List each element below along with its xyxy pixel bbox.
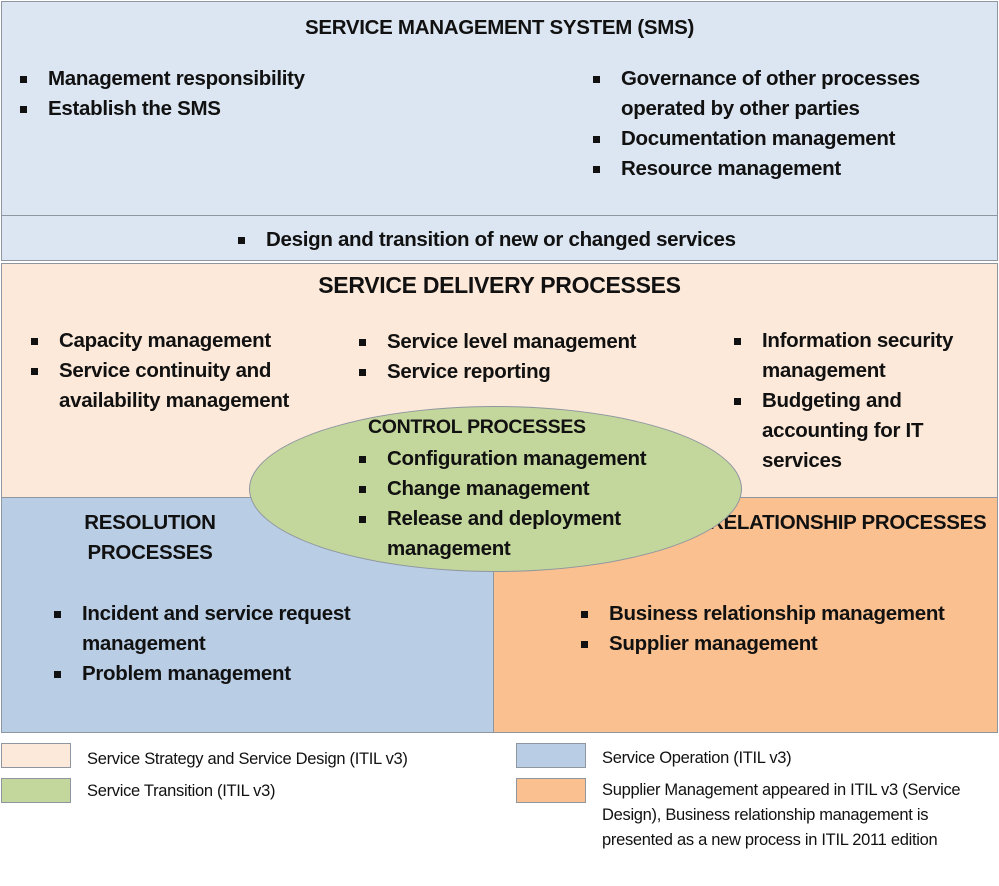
list-item: Supplier management: [581, 629, 981, 659]
list-item: Information security management: [734, 326, 984, 386]
legend-label-supplier: Supplier Management appeared in ITIL v3 …: [602, 781, 961, 849]
list-item: Management responsibility: [20, 64, 380, 94]
sms-left-list: Management responsibility Establish the …: [20, 64, 380, 124]
sms-right-list: Governance of other processes operated b…: [593, 64, 983, 184]
list-item: Service level management: [359, 327, 679, 357]
service-delivery-box: SERVICE DELIVERY PROCESSES Capacity mana…: [1, 263, 998, 498]
list-item: Release and deployment management: [359, 504, 659, 564]
legend-label-strategy-design: Service Strategy and Service Design (ITI…: [87, 750, 408, 768]
resolution-list: Incident and service request management …: [54, 599, 414, 689]
list-item: Budgeting and accounting for IT services: [734, 386, 984, 476]
list-item: Capacity management: [31, 326, 331, 356]
resolution-title: RESOLUTION PROCESSES: [84, 511, 216, 564]
legend-swatch-supplier: [516, 778, 586, 803]
control-title: CONTROL PROCESSES: [368, 416, 586, 438]
list-item: Incident and service request management: [54, 599, 414, 659]
list-item: Resource management: [593, 154, 983, 184]
list-item: Governance of other processes operated b…: [593, 64, 983, 124]
legend-swatch-strategy-design: [1, 743, 71, 768]
delivery-col1-list: Capacity management Service continuity a…: [31, 326, 331, 416]
control-list: Configuration management Change manageme…: [359, 444, 659, 564]
design-transition-box: Design and transition of new or changed …: [1, 215, 998, 261]
list-item: Change management: [359, 474, 659, 504]
sms-box: SERVICE MANAGEMENT SYSTEM (SMS) Manageme…: [1, 1, 998, 216]
delivery-col3-list: Information security management Budgetin…: [734, 326, 984, 476]
list-item: Problem management: [54, 659, 414, 689]
relationship-title: RELATIONSHIP PROCESSES: [709, 511, 987, 534]
list-item: Design and transition of new or changed …: [238, 225, 838, 255]
legend-label-transition: Service Transition (ITIL v3): [87, 782, 276, 800]
delivery-col2-list: Service level management Service reporti…: [359, 327, 679, 387]
design-transition-list: Design and transition of new or changed …: [238, 225, 838, 255]
control-processes-ellipse: CONTROL PROCESSES Configuration manageme…: [249, 406, 742, 572]
relationship-list: Business relationship management Supplie…: [581, 599, 981, 659]
list-item: Business relationship management: [581, 599, 981, 629]
list-item: Service reporting: [359, 357, 679, 387]
service-delivery-title: SERVICE DELIVERY PROCESSES: [318, 272, 681, 298]
resolution-processes-box: RESOLUTION PROCESSES Incident and servic…: [1, 497, 495, 733]
list-item: Documentation management: [593, 124, 983, 154]
legend-label-operation: Service Operation (ITIL v3): [602, 749, 792, 767]
legend-swatch-operation: [516, 743, 586, 768]
list-item: Configuration management: [359, 444, 659, 474]
list-item: Establish the SMS: [20, 94, 380, 124]
sms-title: SERVICE MANAGEMENT SYSTEM (SMS): [305, 16, 694, 39]
list-item: Service continuity and availability mana…: [31, 356, 331, 416]
legend-swatch-transition: [1, 778, 71, 803]
